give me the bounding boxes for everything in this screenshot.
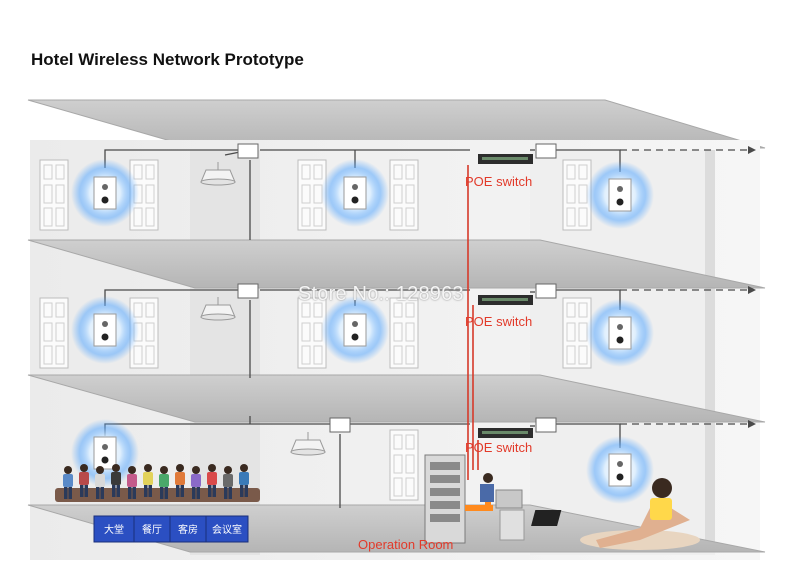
operation-room-label: Operation Room (358, 537, 453, 552)
building-column (705, 150, 715, 550)
screen-label: 客房 (178, 523, 198, 536)
wall-ap-icon (320, 295, 390, 365)
poe-switch (478, 428, 533, 438)
screen-label: 大堂 (104, 523, 124, 536)
store-watermark: Store No.: 128963 (298, 283, 464, 305)
junction-boxes (237, 143, 557, 433)
diagram-title: Hotel Wireless Network Prototype (31, 50, 304, 69)
door (39, 159, 69, 231)
wall-ap-icon (320, 158, 390, 228)
poe-uplink-lines (467, 165, 479, 480)
door (389, 297, 419, 369)
door (389, 429, 419, 501)
poe-switch-label: POE switch (465, 314, 532, 329)
cable-arrows (748, 146, 756, 428)
poe-switch (478, 295, 533, 305)
wall-ap-icon (585, 435, 655, 505)
roof-slab (27, 99, 766, 149)
floor-slab-2 (27, 374, 766, 423)
wall-ap-icon (585, 160, 655, 230)
guest-with-laptop-icon (531, 478, 700, 550)
poe-switch-label: POE switch (465, 440, 532, 455)
floor-slab-3 (27, 239, 766, 289)
poe-switch (478, 154, 533, 164)
wall-ap-icon (585, 298, 655, 368)
screen-label: 餐厅 (142, 523, 162, 536)
door (39, 297, 69, 369)
poe-switch-label: POE switch (465, 174, 532, 189)
door (389, 159, 419, 231)
wall-ap-icon (70, 295, 140, 365)
server-rack-icon (424, 454, 466, 544)
lobby-screens: 大堂 餐厅 客房 会议室 (93, 515, 249, 543)
wall-ap-icon (70, 158, 140, 228)
lobby-people-group (55, 464, 260, 502)
screen-label: 会议室 (212, 523, 242, 536)
technician-icon (465, 473, 525, 541)
cable-extensions (620, 149, 748, 425)
